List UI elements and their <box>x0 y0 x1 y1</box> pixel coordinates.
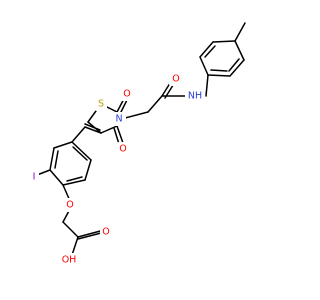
bond <box>71 141 92 161</box>
atom-oxygen-amide: O <box>172 74 179 85</box>
atom-oxygen-carbonyl-2: O <box>119 144 126 155</box>
bond <box>207 74 231 77</box>
bond <box>84 126 102 134</box>
atom-nitrogen-ring: N <box>115 114 122 125</box>
bond <box>62 179 86 186</box>
bond <box>77 232 102 240</box>
bond-layer <box>36 22 246 256</box>
bond <box>124 111 149 119</box>
atom-iodine: I <box>33 172 36 183</box>
atom-amide-nh: NH <box>188 91 202 102</box>
atom-oxygen-ether: O <box>66 200 73 211</box>
bond <box>49 169 64 186</box>
bond <box>53 141 73 149</box>
bond <box>71 236 79 256</box>
bond <box>72 146 88 161</box>
bond <box>77 229 105 238</box>
bond <box>62 221 79 238</box>
bond <box>116 125 124 144</box>
bond <box>212 40 236 43</box>
atom-hydroxyl: OH <box>62 255 77 266</box>
bond <box>84 159 92 181</box>
bond <box>234 40 245 61</box>
bond <box>199 56 209 76</box>
bond <box>234 22 246 42</box>
bond <box>100 125 118 134</box>
atom-label-layer: S N O O O NH I O O OH <box>30 72 205 267</box>
molecule-diagram: S N O O O NH I O O OH <box>30 22 246 267</box>
bond <box>199 41 214 58</box>
bond <box>228 58 240 72</box>
bond <box>204 45 216 58</box>
bond <box>210 69 228 72</box>
atom-sulfur: S <box>98 99 104 110</box>
atom-oxygen-carbonyl-1: O <box>123 89 130 100</box>
bond <box>49 147 55 171</box>
bond <box>113 127 120 145</box>
bond <box>66 176 83 182</box>
bond <box>54 150 59 169</box>
structure-canvas: S N O O O NH I O O OH <box>30 22 246 267</box>
bond <box>36 169 51 176</box>
bond <box>147 95 163 113</box>
bond <box>229 59 245 77</box>
bond <box>205 74 209 97</box>
atom-oxygen-carboxyl: O <box>102 227 109 238</box>
bond <box>84 123 101 131</box>
bond <box>71 126 86 143</box>
